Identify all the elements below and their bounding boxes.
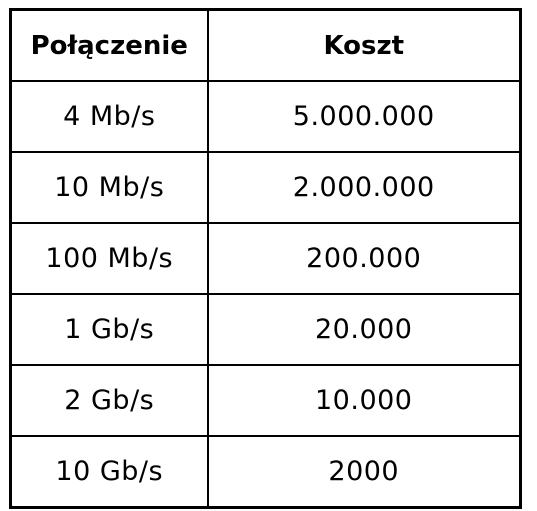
header-cost: Koszt: [206, 8, 522, 82]
cost-cell: 5.000.000: [206, 80, 522, 153]
cost-cell: 2.000.000: [206, 151, 522, 224]
table-row: 2 Gb/s 10.000: [9, 364, 522, 437]
table-row: 100 Mb/s 200.000: [9, 222, 522, 295]
connection-cost-table: Połączenie Koszt 4 Mb/s 5.000.000 10 Mb/…: [9, 8, 522, 509]
table-row: 1 Gb/s 20.000: [9, 293, 522, 366]
table-row: 4 Mb/s 5.000.000: [9, 80, 522, 153]
table-row: 10 Mb/s 2.000.000: [9, 151, 522, 224]
cost-cell: 20.000: [206, 293, 522, 366]
connection-cell: 1 Gb/s: [9, 293, 209, 366]
cost-cell: 2000: [206, 435, 522, 509]
cost-cell: 200.000: [206, 222, 522, 295]
table-container: Połączenie Koszt 4 Mb/s 5.000.000 10 Mb/…: [9, 8, 522, 509]
connection-cell: 4 Mb/s: [9, 80, 209, 153]
table-row: 10 Gb/s 2000: [9, 435, 522, 509]
header-row: Połączenie Koszt: [9, 8, 522, 82]
cost-cell: 10.000: [206, 364, 522, 437]
connection-cell: 100 Mb/s: [9, 222, 209, 295]
connection-cell: 10 Gb/s: [9, 435, 209, 509]
connection-cell: 2 Gb/s: [9, 364, 209, 437]
connection-cell: 10 Mb/s: [9, 151, 209, 224]
header-connection: Połączenie: [9, 8, 209, 82]
